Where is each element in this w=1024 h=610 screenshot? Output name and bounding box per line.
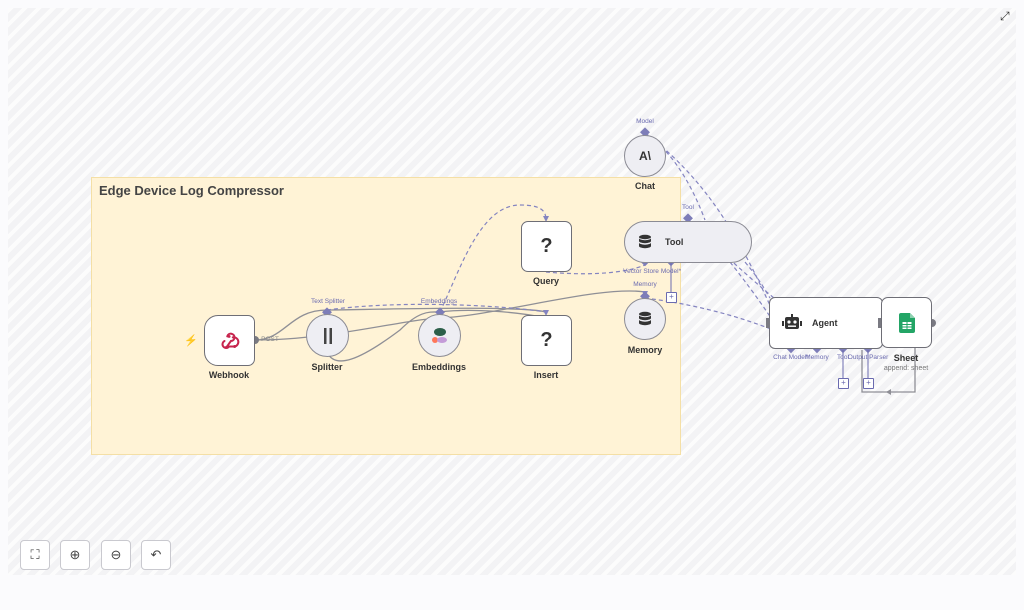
agent-node-label: Agent (812, 318, 838, 328)
webhook-output-label: POST (261, 336, 279, 343)
embeddings-node-label: Embeddings (411, 362, 467, 372)
reset-zoom-button[interactable]: ↶ (141, 540, 171, 570)
splitter-node[interactable] (306, 314, 349, 357)
agent-memory-port-label: Memory (805, 354, 829, 361)
webhook-node[interactable] (204, 315, 255, 366)
fit-view-button[interactable]: ⛶ (20, 540, 50, 570)
webhook-icon (221, 332, 239, 349)
add-tool-button[interactable]: + (838, 378, 849, 389)
zoom-in-button[interactable]: ⊕ (60, 540, 90, 570)
chat-node-label: Chat (635, 181, 655, 191)
anthropic-icon: A\ (639, 149, 651, 163)
sheet-node[interactable] (881, 297, 932, 348)
query-node[interactable]: ? (521, 221, 572, 272)
tool-vector-store-port-label: Vector Store (623, 268, 659, 275)
splitter-port-label: Text Splitter (311, 298, 345, 305)
database-icon (639, 311, 651, 326)
embeddings-port-label: Embeddings (420, 298, 458, 305)
agent-tool-port-label: Tool (837, 354, 849, 361)
splitter-icon (323, 327, 332, 344)
memory-node-label: Memory (627, 345, 663, 355)
splitter-node-label: Splitter (311, 362, 343, 372)
tool-model-port-label: Model* (660, 268, 682, 275)
agent-input-port[interactable] (766, 318, 770, 328)
sticky-note-title: Edge Device Log Compressor (99, 183, 284, 198)
agent-output-parser-port-label: Output Parser (847, 354, 889, 361)
embeddings-node[interactable] (418, 314, 461, 357)
tool-node[interactable]: Tool (624, 221, 752, 263)
question-icon: ? (540, 329, 553, 351)
agent-output-port[interactable] (878, 318, 882, 328)
agent-chat-model-port-label: Chat Model* (773, 354, 809, 361)
query-node-label: Query (532, 276, 560, 286)
webhook-node-label: Webhook (208, 370, 250, 380)
insert-node-label: Insert (533, 370, 559, 380)
undo-icon: ↶ (150, 547, 162, 562)
fit-view-icon: ⛶ (30, 547, 40, 562)
question-icon: ? (540, 235, 553, 257)
chat-port-label: Model (636, 118, 654, 125)
sheet-node-sublabel: append: sheet (883, 365, 929, 372)
sheet-node-label: Sheet (893, 353, 919, 363)
add-output-parser-button[interactable]: + (863, 378, 874, 389)
insert-node[interactable]: ? (521, 315, 572, 366)
add-model-button[interactable]: + (666, 292, 677, 303)
chat-node[interactable]: A\ (624, 135, 666, 177)
embeddings-icon (431, 327, 447, 343)
google-sheets-icon (898, 312, 915, 333)
zoom-out-button[interactable]: ⊖ (101, 540, 131, 570)
database-icon (639, 234, 651, 249)
tool-port-label: Tool (682, 204, 694, 211)
zoom-out-icon: ⊖ (110, 547, 122, 562)
trigger-bolt-icon: ⚡ (184, 335, 198, 347)
robot-icon (782, 314, 802, 329)
expand-icon[interactable]: ⤢ (1000, 9, 1010, 23)
agent-node[interactable]: Agent (769, 297, 883, 349)
memory-port-label: Memory (633, 281, 657, 288)
tool-node-label: Tool (665, 237, 684, 247)
sticky-note[interactable] (91, 177, 681, 455)
memory-node[interactable] (624, 298, 666, 340)
zoom-in-icon: ⊕ (69, 547, 81, 562)
